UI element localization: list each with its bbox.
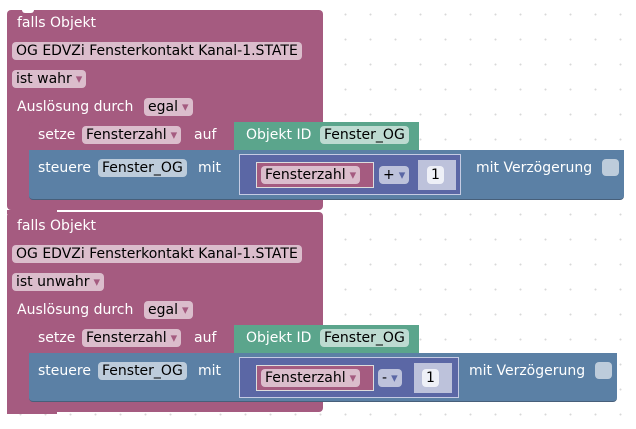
math-variable-dropdown[interactable]: Fensterzahl	[261, 369, 361, 387]
delay-checkbox[interactable]	[602, 159, 619, 176]
condition-dropdown[interactable]: ist wahr	[12, 70, 87, 88]
control-target-field[interactable]: Fenster_OG	[98, 159, 187, 177]
control-with-label: mit	[198, 160, 222, 176]
event-header: falls Objekt	[17, 218, 97, 234]
trigger-label: Auslösung durch	[17, 302, 134, 318]
control-target-field[interactable]: Fenster_OG	[98, 362, 187, 380]
set-label: setze	[38, 127, 76, 143]
set-variable-dropdown[interactable]: Fensterzahl	[82, 126, 182, 144]
object-id-field[interactable]: OG EDVZi Fensterkontakt Kanal-1.STATE	[12, 42, 302, 60]
trigger-dropdown[interactable]: egal	[144, 301, 193, 319]
delay-checkbox[interactable]	[595, 362, 612, 379]
event-block-2-bottom-tab	[7, 408, 57, 414]
condition-dropdown[interactable]: ist unwahr	[12, 273, 105, 291]
math-operator-dropdown[interactable]: +	[379, 166, 410, 184]
math-variable-dropdown[interactable]: Fensterzahl	[261, 166, 361, 184]
event-header: falls Objekt	[17, 15, 97, 31]
set-to-label: auf	[194, 127, 217, 143]
trigger-label: Auslösung durch	[17, 99, 134, 115]
delay-label: mit Verzögerung	[469, 363, 586, 379]
number-value[interactable]: 1	[422, 369, 439, 387]
control-label: steuere	[38, 363, 91, 379]
trigger-dropdown[interactable]: egal	[144, 98, 193, 116]
object-id-field[interactable]: OG EDVZi Fensterkontakt Kanal-1.STATE	[12, 245, 302, 263]
top-notch-icon	[22, 10, 34, 13]
object-id-value[interactable]: Fenster_OG	[320, 329, 409, 347]
object-id-label: Objekt ID	[246, 127, 312, 143]
math-operator-dropdown[interactable]: -	[378, 369, 402, 387]
set-variable-dropdown[interactable]: Fensterzahl	[82, 329, 182, 347]
set-to-label: auf	[194, 330, 217, 346]
control-label: steuere	[38, 160, 91, 176]
number-value[interactable]: 1	[427, 166, 444, 184]
delay-label: mit Verzögerung	[476, 160, 593, 176]
object-id-value[interactable]: Fenster_OG	[320, 126, 409, 144]
set-label: setze	[38, 330, 76, 346]
control-with-label: mit	[198, 363, 222, 379]
object-id-label: Objekt ID	[246, 330, 312, 346]
